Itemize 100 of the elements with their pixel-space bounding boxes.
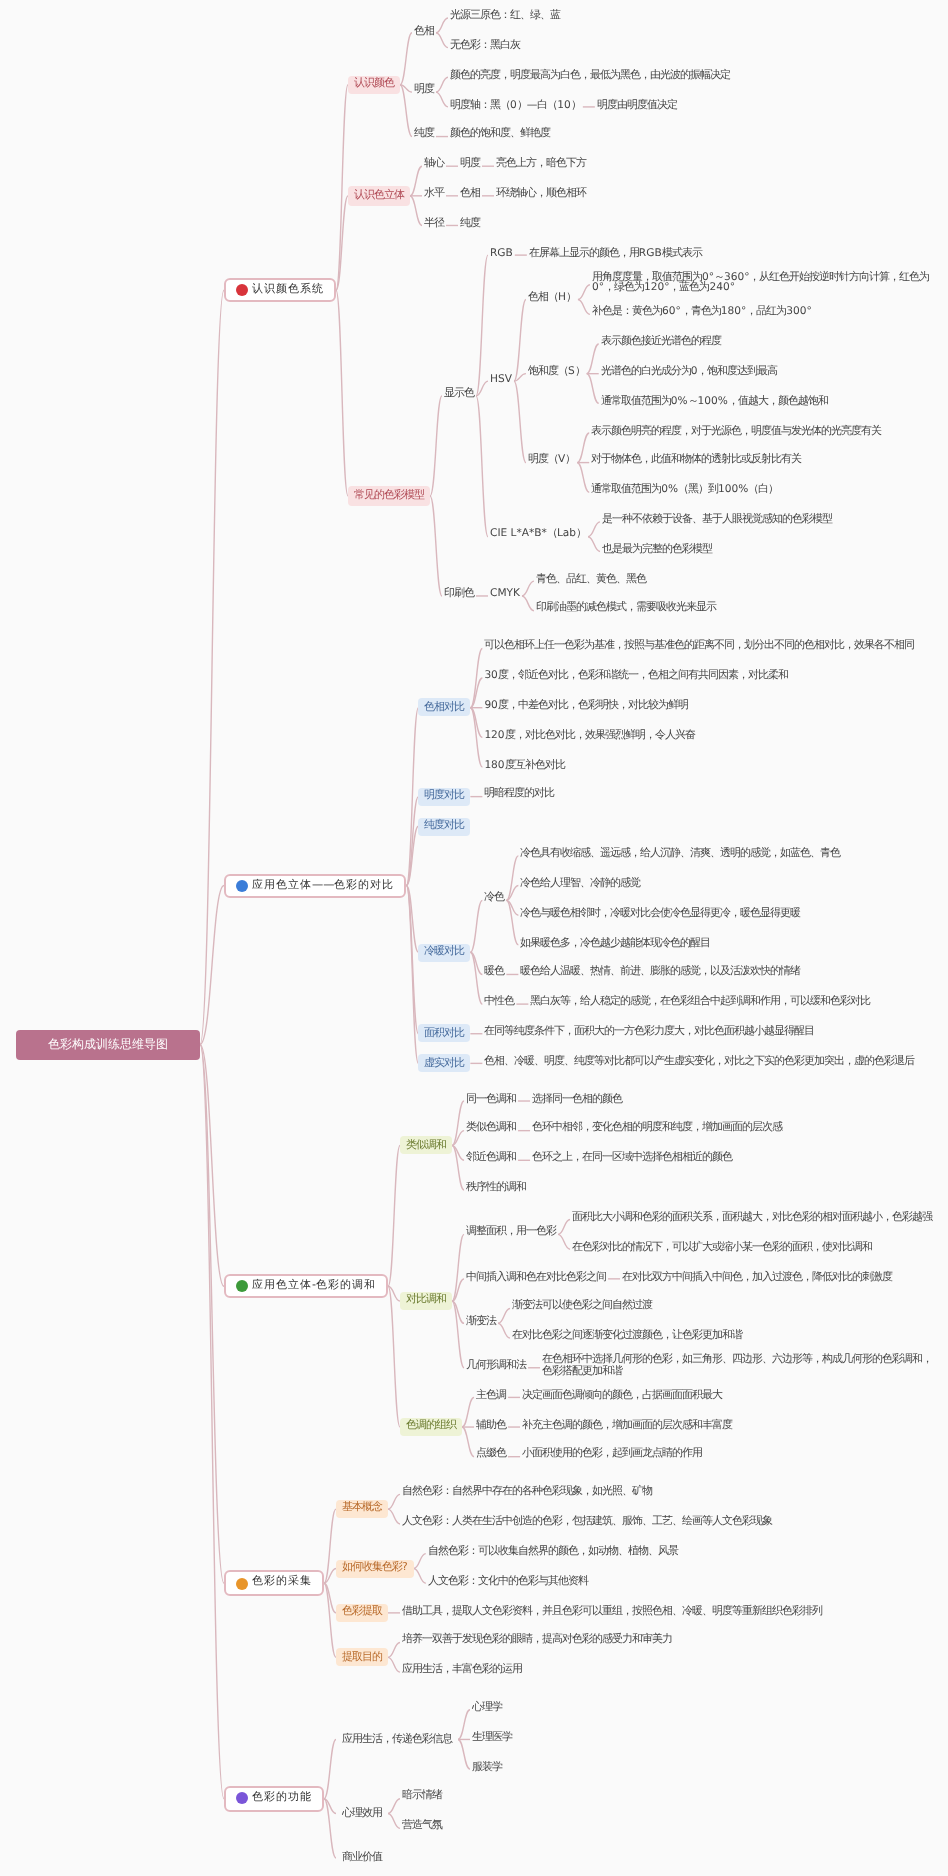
branch-line [387, 1641, 401, 1659]
branch-line [387, 1285, 401, 1302]
branch-line [409, 195, 423, 197]
branch-line [435, 76, 449, 93]
branch-line [399, 32, 413, 86]
branch-line [445, 165, 459, 167]
branch-line [577, 298, 591, 316]
branch-line [557, 1218, 571, 1236]
branch-line [469, 899, 484, 953]
branch-line [457, 1738, 471, 1770]
branch-line [475, 595, 489, 597]
branch-line [576, 461, 590, 464]
branch-line [586, 372, 600, 375]
topic-box [224, 873, 407, 898]
branch-line [507, 1456, 521, 1458]
branch-line [497, 1307, 511, 1324]
branch-line [445, 195, 459, 197]
branch-line [475, 254, 489, 397]
branch-line [451, 1300, 465, 1324]
branch-line [405, 825, 420, 887]
branch-line [451, 1129, 465, 1147]
branch-line [469, 707, 484, 739]
branch-line [387, 1798, 401, 1815]
branch-line [323, 1798, 337, 1815]
topic-box [224, 1570, 324, 1596]
branch-line [199, 289, 225, 1046]
branch-line [461, 1426, 475, 1428]
branch-line [429, 495, 443, 597]
branch-line [515, 1003, 530, 1005]
branch-line [505, 855, 520, 902]
branch-line [457, 1709, 471, 1741]
branch-line [497, 1322, 511, 1339]
branch-line [323, 1508, 337, 1584]
branch-line [409, 165, 423, 197]
branch-line [505, 899, 520, 946]
branch-line [435, 135, 449, 138]
branch-line [435, 91, 449, 108]
branch-line [405, 795, 420, 887]
branch-line [507, 1426, 521, 1428]
branch-line [387, 1493, 401, 1510]
branch-line [435, 32, 449, 49]
branch-line [399, 84, 413, 93]
branch-line [445, 224, 459, 227]
branch-line [469, 951, 484, 1005]
branch-line [517, 1100, 531, 1102]
branch-line [469, 707, 484, 768]
branch-line [451, 1144, 465, 1161]
branch-line [586, 343, 600, 375]
branch-line [323, 1738, 337, 1800]
branch-line [335, 195, 349, 291]
topic-box [224, 1273, 389, 1299]
branch-line [387, 1144, 401, 1287]
branch-line [429, 395, 443, 497]
branch-line [435, 17, 449, 34]
branch-line [387, 1285, 401, 1428]
branch-line [576, 432, 590, 464]
branch-line [557, 1233, 571, 1250]
branch-line [513, 372, 527, 382]
branch-line [475, 395, 489, 538]
branch-line [481, 195, 495, 197]
branch-line [469, 677, 484, 709]
branch-line [514, 254, 528, 256]
branch-line [513, 380, 527, 464]
topic-box [224, 277, 336, 303]
branch-line [505, 899, 520, 916]
branch-line [507, 1396, 521, 1399]
branch-line [413, 1567, 427, 1584]
branch-line [586, 372, 600, 404]
branch-line [451, 1144, 465, 1191]
branch-line [409, 195, 423, 227]
branch-line [387, 1812, 401, 1830]
branch-line [461, 1396, 475, 1428]
branch-line [199, 884, 225, 1046]
branch-line [387, 1612, 401, 1614]
branch-line [323, 1798, 337, 1859]
branch-line [505, 884, 520, 902]
branch-line [469, 647, 484, 709]
branch-line [451, 1278, 465, 1302]
branch-line [475, 380, 489, 397]
branch-line [587, 536, 601, 553]
branch-line [451, 1100, 465, 1147]
branch-line [582, 106, 596, 108]
branch-line [481, 165, 495, 167]
branch-line [199, 1043, 225, 1800]
branch-line [405, 884, 420, 953]
branch-line [577, 284, 591, 301]
branch-line [469, 951, 484, 976]
topic-box [224, 1786, 324, 1812]
branch-line [517, 1159, 531, 1161]
branch-line [513, 298, 527, 382]
branch-line [387, 1656, 401, 1673]
branch-line [517, 1129, 531, 1132]
branch-line [505, 973, 520, 976]
branch-line [323, 1567, 337, 1584]
branch-line [457, 1738, 471, 1741]
branch-line [413, 1552, 427, 1570]
branch-line [387, 1508, 401, 1525]
branch-line [451, 1300, 465, 1369]
branch-line [451, 1233, 465, 1302]
branch-line [576, 461, 590, 493]
